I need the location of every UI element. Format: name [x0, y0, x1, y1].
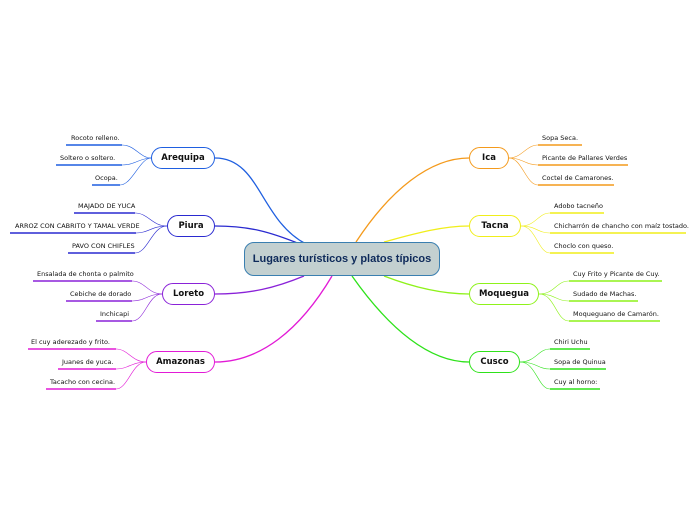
- leaf-tacna-1[interactable]: Adobo tacneño: [554, 202, 603, 210]
- branch-line-ica: [355, 157, 470, 243]
- leaf-amazonas-1[interactable]: El cuy aderezado y frito.: [31, 338, 110, 346]
- node-amazonas-label: Amazonas: [156, 357, 205, 367]
- leaf-tacna-3[interactable]: Choclo con queso.: [554, 242, 614, 250]
- leaf-ica-3[interactable]: Coctel de Camarones.: [542, 174, 614, 182]
- node-loreto-label: Loreto: [172, 289, 205, 299]
- leaf-loreto-1[interactable]: Ensalada de chonta o palmito: [37, 270, 134, 278]
- leaf-moquegua-2[interactable]: Sudado de Machas.: [573, 290, 637, 298]
- leaf-ica-2[interactable]: Picante de Pallares Verdes: [542, 154, 628, 162]
- leaf-moquegua-1[interactable]: Cuy Frito y Picante de Cuy.: [573, 270, 660, 278]
- node-piura-label: Piura: [178, 221, 204, 231]
- node-tacna-label: Tacna: [481, 221, 509, 231]
- node-ica-label: Ica: [482, 153, 496, 163]
- leaf-cusco-1[interactable]: Chiri Uchu: [554, 338, 588, 346]
- node-moquegua[interactable]: Moquegua: [469, 283, 539, 305]
- leaf-loreto-3[interactable]: Inchicapi: [100, 310, 130, 318]
- branch-line-tacna: [383, 225, 470, 243]
- branch-line-arequipa: [214, 157, 307, 245]
- branch-line-loreto: [214, 275, 305, 295]
- leaf-amazonas-2[interactable]: Juanes de yuca.: [62, 358, 114, 366]
- leaf-arequipa-2[interactable]: Soltero o soltero.: [60, 154, 116, 162]
- leaf-arequipa-1[interactable]: Rocoto relleno.: [71, 134, 120, 142]
- central-topic-label: Lugares turísticos y platos típicos: [252, 253, 432, 265]
- leaf-arequipa-3[interactable]: Ocopa.: [95, 174, 118, 182]
- leaf-amazonas-3[interactable]: Tacacho con cecina.: [50, 378, 116, 386]
- node-piura[interactable]: Piura: [167, 215, 215, 237]
- node-cusco-label: Cusco: [480, 357, 509, 367]
- branch-line-moquegua: [383, 275, 470, 295]
- leaf-tacna-2[interactable]: Chicharrón de chancho con maíz tostado.: [554, 222, 689, 230]
- leaf-piura-3[interactable]: PAVO CON CHIFLES: [72, 242, 135, 250]
- leaf-moquegua-3[interactable]: Moqueguano de Camarón.: [573, 310, 659, 318]
- node-arequipa-label: Arequipa: [161, 153, 205, 163]
- branch-line-cusco: [351, 275, 470, 363]
- node-cusco[interactable]: Cusco: [469, 351, 520, 373]
- branch-line-piura: [214, 225, 301, 245]
- leaf-ica-1[interactable]: Sopa Seca.: [542, 134, 579, 142]
- central-topic[interactable]: Lugares turísticos y platos típicos: [244, 242, 440, 276]
- node-arequipa[interactable]: Arequipa: [151, 147, 215, 169]
- node-moquegua-label: Moquegua: [478, 289, 530, 299]
- leaf-cusco-3[interactable]: Cuy al horno:: [554, 378, 598, 386]
- leaf-piura-1[interactable]: MAJADO DE YUCA: [78, 202, 136, 210]
- branch-line-amazonas: [214, 275, 333, 363]
- leaf-piura-2[interactable]: ARROZ CON CABRITO Y TAMAL VERDE: [15, 222, 140, 230]
- node-tacna[interactable]: Tacna: [469, 215, 521, 237]
- leaf-loreto-2[interactable]: Cebiche de dorado: [70, 290, 132, 298]
- leaf-cusco-2[interactable]: Sopa de Quinua: [554, 358, 606, 366]
- node-loreto[interactable]: Loreto: [162, 283, 215, 305]
- node-ica[interactable]: Ica: [469, 147, 509, 169]
- node-amazonas[interactable]: Amazonas: [146, 351, 215, 373]
